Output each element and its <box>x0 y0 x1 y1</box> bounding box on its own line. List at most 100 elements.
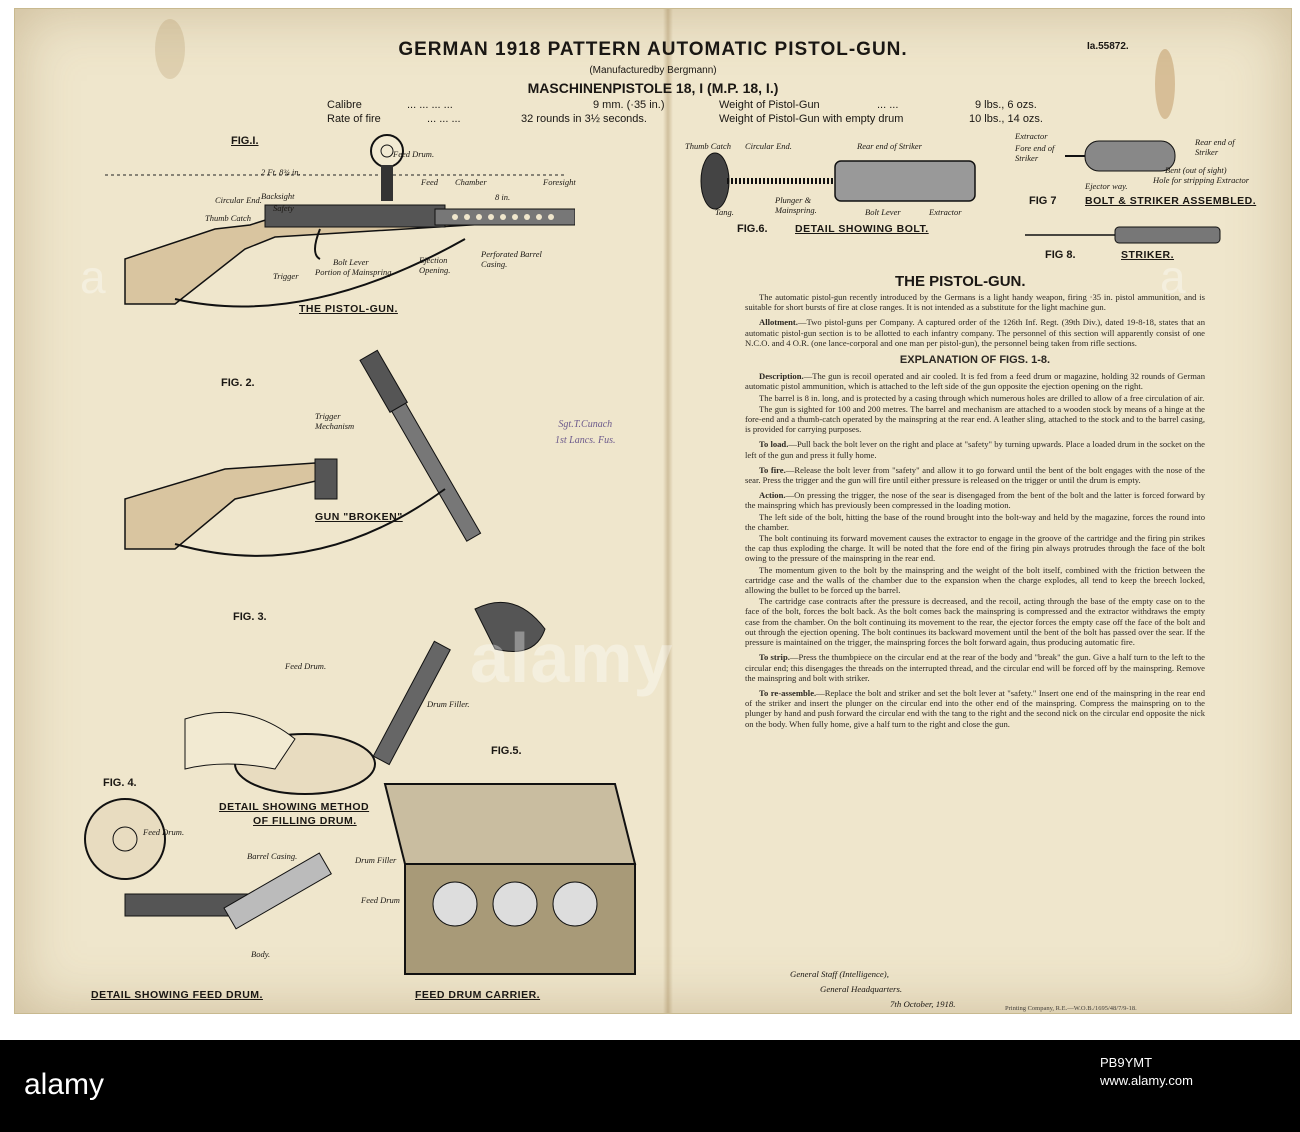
spec-calibre-label: Calibre <box>327 99 362 111</box>
fig1-ejection-label: Ejection Opening. <box>419 255 451 275</box>
fig2-gun-broken-drawing <box>124 349 482 557</box>
fig1-safety-label: Safety <box>273 203 294 213</box>
fig1-label: FIG.I. <box>231 135 259 147</box>
action-paragraph: Action.—On pressing the trigger, the nos… <box>745 490 1205 511</box>
footer-image-info: PB9YMT www.alamy.com <box>1100 1054 1193 1090</box>
fig7-fore-end-label: Fore end of Striker <box>1015 143 1055 163</box>
spec-calibre-value: 9 mm. (·35 in.) <box>593 99 665 111</box>
signoff-line1: General Staff (Intelligence), <box>790 969 889 979</box>
footer-site: www.alamy.com <box>1100 1073 1193 1088</box>
document-title: GERMAN 1918 PATTERN AUTOMATIC PISTOL-GUN… <box>398 39 908 60</box>
fig1-feed-drum-label: Feed Drum. <box>393 149 435 159</box>
spec-weight-dots: ... ... <box>877 99 899 111</box>
action-paragraph-2: The left side of the bolt, hitting the b… <box>745 511 1205 532</box>
description-paragraph-3: The gun is sighted for 100 and 200 metre… <box>745 403 1205 435</box>
watermark-mark: a <box>80 251 106 303</box>
spec-calibre-dots: ... ... ... ... <box>407 99 453 111</box>
fig1-feed-label: Feed <box>421 177 438 187</box>
fig6-bolt-lever-label: Bolt Lever <box>865 207 901 217</box>
fig5-drum-carrier-drawing <box>383 783 637 975</box>
watermark-logo: alamy <box>470 619 674 697</box>
action-paragraph-3: The bolt continuing its forward movement… <box>745 533 1205 564</box>
fig6-thumb-catch-label: Thumb Catch <box>685 141 732 151</box>
fig1-bolt-lever-label: Bolt Lever <box>333 257 369 267</box>
fig1-backsight-label: Backsight <box>261 191 295 201</box>
fig1-mainspring-label: Portion of Mainspring <box>315 267 392 277</box>
fig6-plunger-label: Plunger & Mainspring. <box>775 195 817 215</box>
fig3-feed-drum-label: Feed Drum. <box>285 661 327 671</box>
stamp-name: Sgt.T.Cunach <box>558 419 613 430</box>
fig7-caption: BOLT & STRIKER ASSEMBLED. <box>1085 195 1257 207</box>
manufacturer-note: (Manufacturedby Bergmann) <box>589 65 717 76</box>
fig5-feed-drum-label: Feed Drum <box>361 895 400 905</box>
action-paragraph-5: The cartridge case contracts after the p… <box>745 596 1205 648</box>
fig8-label: FIG 8. <box>1045 249 1076 261</box>
signoff-date: 7th October, 1918. <box>890 999 956 1009</box>
fig6-tang-label: Tang. <box>715 207 734 217</box>
fig1-pistol-gun-drawing <box>105 134 575 308</box>
spec-weight-drum-value: 10 lbs., 14 ozs. <box>969 113 1043 125</box>
action-paragraph-4: The momentum given to the bolt by the ma… <box>745 564 1205 596</box>
fig6-circular-end-label: Circular End. <box>745 141 792 151</box>
fig6-extractor-label: Extractor <box>929 207 962 217</box>
fig7-ejector-way-label: Ejector way. <box>1085 181 1128 191</box>
stock-footer-bar <box>0 1040 1300 1132</box>
fig5-label: FIG.5. <box>491 745 522 757</box>
description-paragraph-2: The barrel is 8 in. long, and is protect… <box>759 392 1205 403</box>
owner-stamp: Sgt.T.Cunach 1st Lancs. Fus. <box>555 417 616 449</box>
spec-rate-label: Rate of fire <box>327 113 381 125</box>
fig2-caption: GUN "BROKEN" <box>315 511 403 523</box>
fig7-rear-end-label: Rear end of Striker <box>1195 137 1235 157</box>
fig7-label: FIG 7 <box>1029 195 1057 207</box>
spec-rate-value: 32 rounds in 3½ seconds. <box>521 113 647 125</box>
fig7-bolt-striker-drawing <box>1065 140 1176 172</box>
allotment-paragraph: Allotment.—Two pistol-guns per Company. … <box>745 317 1205 348</box>
section-title: THE PISTOL-GUN. <box>895 273 1026 290</box>
description-paragraph: Description.—The gun is recoil operated … <box>745 371 1205 392</box>
fig1-circular-end-label: Circular End. <box>215 195 262 205</box>
fig1-length-label: 2 Ft. 8¾ in. <box>261 167 301 177</box>
fig1-thumb-catch-label: Thumb Catch <box>205 213 252 223</box>
strip-paragraph: To strip.—Press the thumbpiece on the ci… <box>745 652 1205 683</box>
fig4-caption: DETAIL SHOWING FEED DRUM. <box>91 989 263 1001</box>
fig7-hole-label: Hole for stripping Extractor <box>1153 175 1250 185</box>
spec-weight-label: Weight of Pistol-Gun <box>719 99 820 111</box>
fig2-trigger-mechanism-label: Trigger Mechanism <box>315 411 355 431</box>
reassemble-paragraph: To re-assemble.—Replace the bolt and str… <box>745 687 1206 729</box>
explanation-text: The automatic pistol-gun recently introd… <box>745 292 1205 734</box>
printer-imprint: Printing Company, R.E.—W.O.B./1695/48/7/… <box>1005 1005 1137 1012</box>
fig1-foresight-label: Foresight <box>543 177 576 187</box>
fig4-label: FIG. 4. <box>103 777 137 789</box>
load-paragraph: To load.—Pull back the bolt lever on the… <box>745 439 1205 460</box>
fig3-label: FIG. 3. <box>233 611 267 623</box>
fig2-label: FIG. 2. <box>221 377 255 389</box>
fig5-caption: FEED DRUM CARRIER. <box>415 989 541 1001</box>
rust-stain <box>1155 49 1175 119</box>
spec-weight-drum-label: Weight of Pistol-Gun with empty drum <box>719 113 904 125</box>
fig4-body-label: Body. <box>251 949 271 959</box>
fig5-drum-filler-label: Drum Filler <box>355 855 397 865</box>
spec-weight-value: 9 lbs., 6 ozs. <box>975 99 1037 111</box>
intro-paragraph: The automatic pistol-gun recently introd… <box>745 292 1205 313</box>
fig4-barrel-casing-label: Barrel Casing. <box>247 851 298 861</box>
stamp-unit: 1st Lancs. Fus. <box>555 435 616 446</box>
fig1-barrel-length-label: 8 in. <box>495 192 511 202</box>
fig6-caption: DETAIL SHOWING BOLT. <box>795 223 929 235</box>
reference-number: Ia.55872. <box>1087 41 1129 52</box>
fig7-extractor-label: Extractor <box>1015 131 1048 141</box>
fig1-chamber-label: Chamber <box>455 177 487 187</box>
model-name: MASCHINENPISTOLE 18, I (M.P. 18, I.) <box>527 80 779 96</box>
fig8-striker-drawing <box>1025 226 1221 244</box>
fig6-bolt-drawing <box>700 152 976 210</box>
fire-paragraph: To fire.—Release the bolt lever from "sa… <box>745 464 1205 486</box>
fig8-caption: STRIKER. <box>1121 249 1175 261</box>
fig3-drum-filler-label: Drum Filler. <box>427 699 470 709</box>
fig6-rear-end-striker-label: Rear end of Striker <box>857 141 922 151</box>
fig6-label: FIG.6. <box>737 223 768 235</box>
rust-stain <box>155 19 185 79</box>
fig1-caption: THE PISTOL-GUN. <box>299 303 398 315</box>
fig3-filling-drum-drawing <box>184 601 546 795</box>
footer-logo: alamy <box>24 1068 105 1101</box>
fig4-feed-drum-label: Feed Drum. <box>143 827 185 837</box>
fig3-caption-line1: DETAIL SHOWING METHOD <box>219 801 370 813</box>
